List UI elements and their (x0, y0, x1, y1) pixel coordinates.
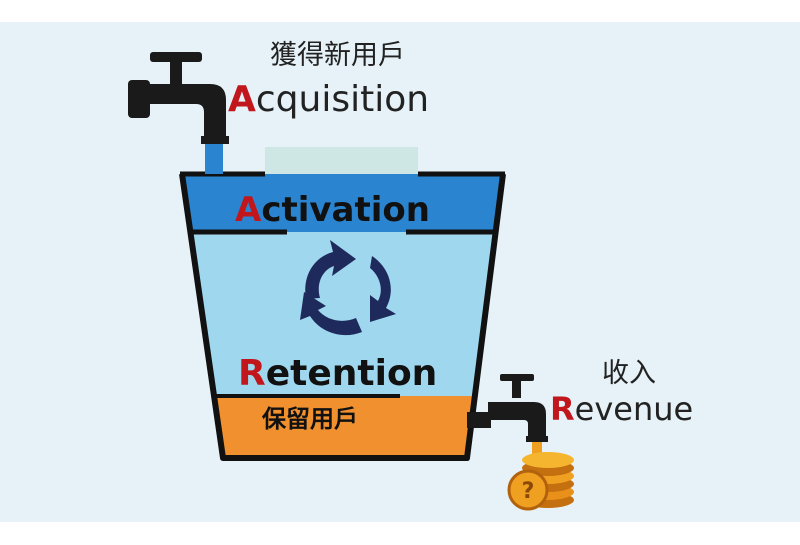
coin-stack-icon (507, 452, 574, 511)
water-stream-in (205, 144, 223, 174)
retention-band (182, 396, 503, 458)
activation-initial: A (235, 190, 262, 230)
bucket-outline (179, 173, 506, 461)
retention-zh-label: 保留用戶 (261, 405, 358, 433)
coin-stream (532, 442, 542, 454)
retention-initial: R (238, 353, 266, 394)
bucket-lid (265, 147, 418, 175)
revenue-label: Revenue (550, 390, 693, 428)
retention-rest: etention (266, 353, 438, 394)
activation-band (182, 174, 503, 232)
coin-symbol: ? (522, 479, 535, 504)
coin-front (507, 469, 549, 511)
revenue-faucet-icon (467, 374, 548, 454)
revenue-initial: R (550, 390, 575, 428)
revenue-zh-label: 收入 (602, 358, 656, 389)
acquisition-zh-label: 獲得新用戶 (270, 40, 405, 71)
acquisition-faucet-icon (128, 52, 229, 174)
bucket-fill (182, 174, 503, 458)
activation-rest: ctivation (261, 190, 430, 230)
retention-label: Retention (238, 353, 437, 394)
revenue-rest: evenue (575, 390, 694, 428)
acquisition-rest: cquisition (256, 79, 429, 120)
acquisition-label: Acquisition (228, 79, 429, 120)
activation-label: Activation (235, 190, 430, 230)
cycle-arrows-icon (300, 240, 396, 336)
acquisition-initial: A (228, 79, 256, 120)
